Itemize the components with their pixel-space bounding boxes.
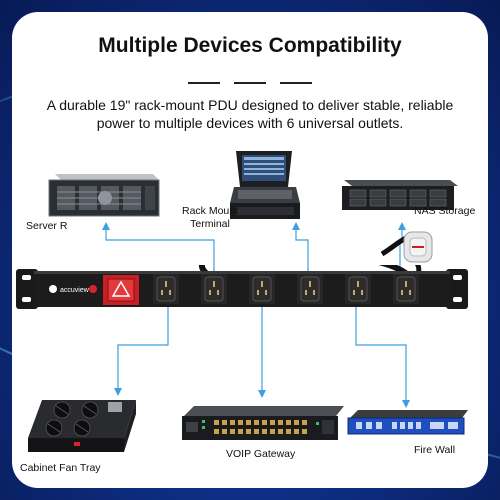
nas-label: NAS Storage bbox=[414, 205, 476, 217]
title-divider bbox=[12, 82, 488, 84]
power-plug-image bbox=[380, 231, 433, 263]
warning-icon bbox=[111, 280, 131, 297]
brand-label: accuview bbox=[60, 287, 90, 294]
terminal-label: Rack Mount Terminal bbox=[181, 205, 239, 230]
voip-gateway-image bbox=[182, 406, 344, 440]
rack-server-image bbox=[48, 174, 160, 217]
page-title: Multiple Devices Compatibility bbox=[98, 34, 402, 57]
voip-gateway-label: VOIP Gateway bbox=[226, 448, 296, 460]
power-indicator-icon bbox=[89, 285, 97, 293]
firewall-label: Fire Wall bbox=[414, 444, 456, 456]
server-label: Server R bbox=[26, 220, 68, 232]
rack-terminal-image bbox=[230, 151, 300, 219]
fan-tray-image bbox=[28, 400, 136, 452]
firewall-image bbox=[347, 410, 468, 435]
pdu-power-strip: accuview bbox=[16, 265, 468, 309]
outlets bbox=[153, 274, 419, 304]
nas-storage-image bbox=[342, 180, 458, 210]
description: A durable 19" rack-mount PDU designed to… bbox=[46, 97, 454, 131]
fan-tray-label: Cabinet Fan Tray bbox=[20, 462, 101, 474]
